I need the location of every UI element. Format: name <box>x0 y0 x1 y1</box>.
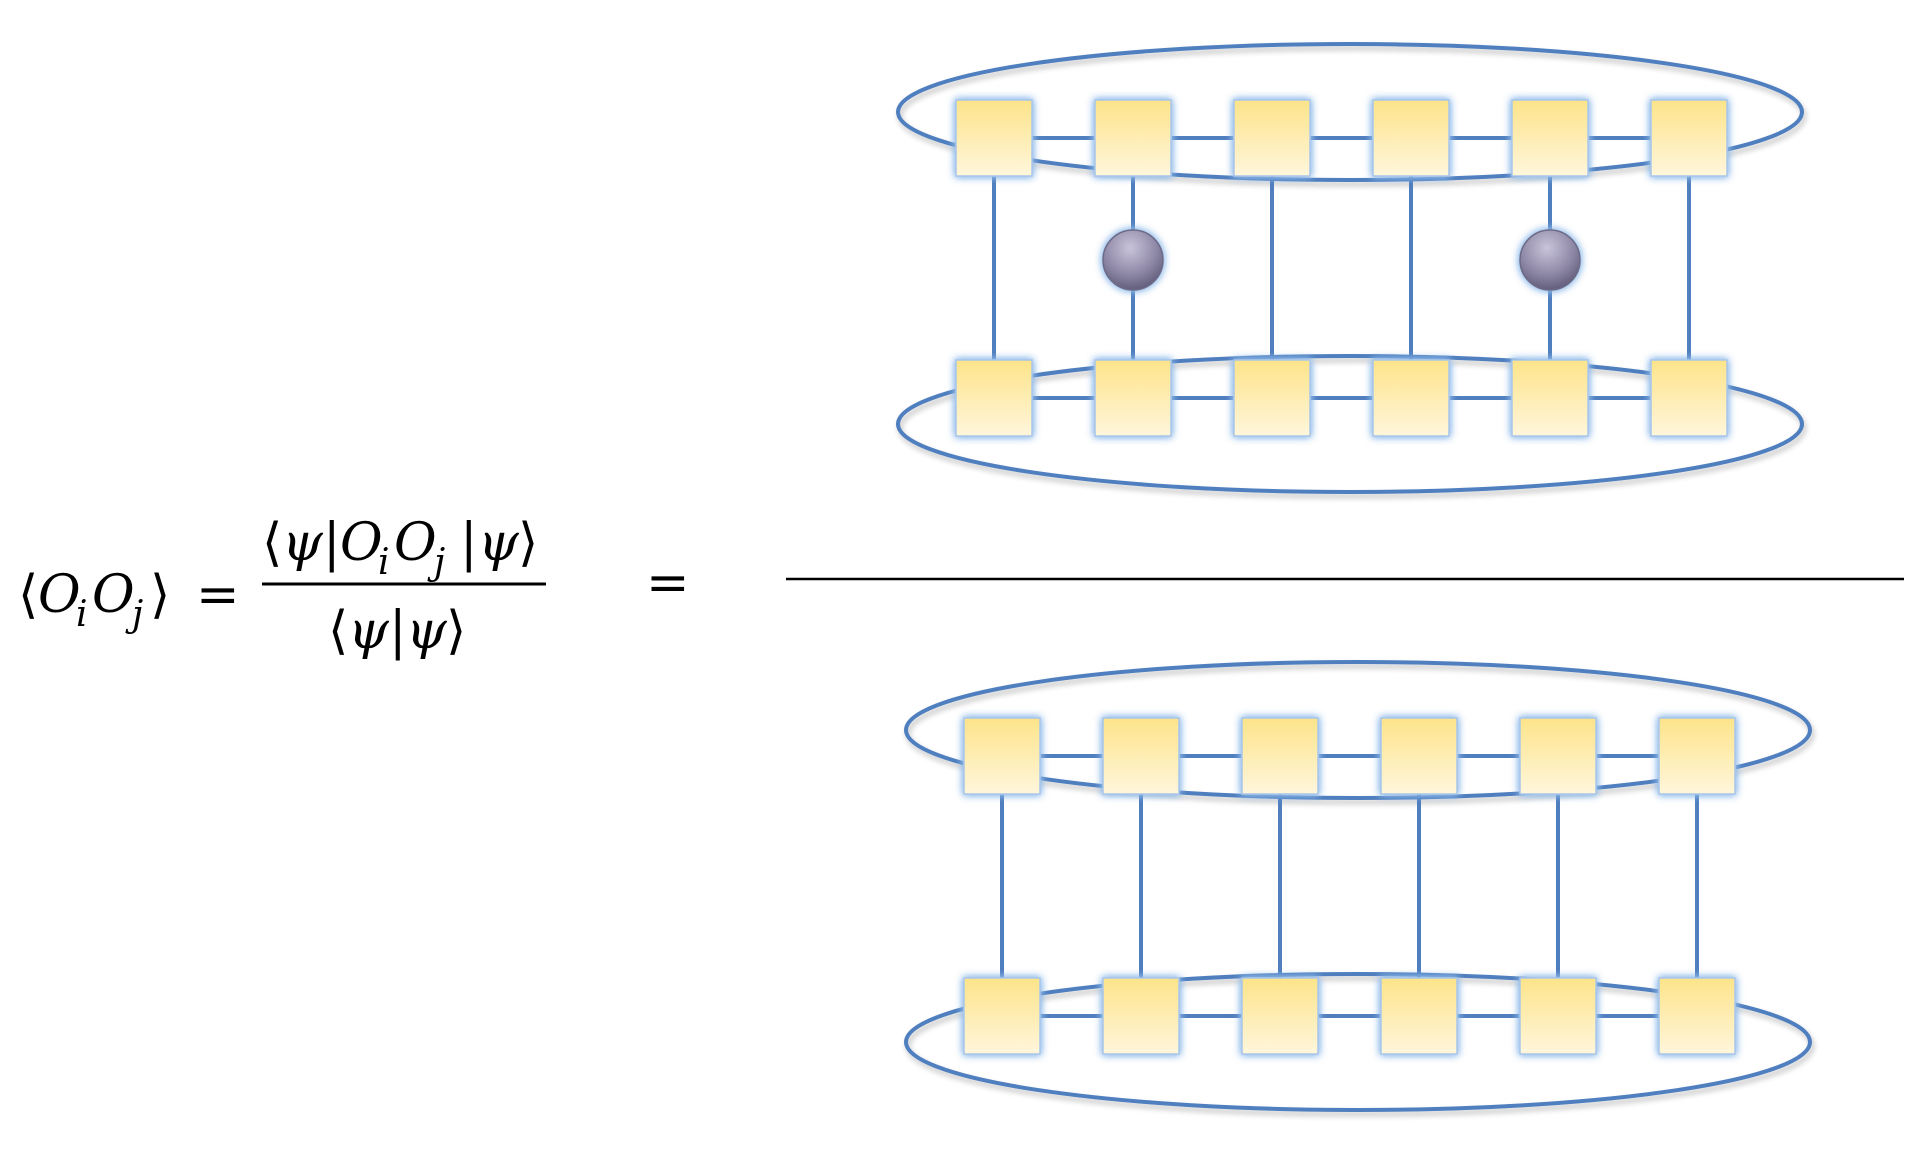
lhs-index-i: i <box>76 594 88 635</box>
num-open-bracket: ⟨ <box>262 513 282 573</box>
bra-tensor <box>1658 717 1736 795</box>
num-operator-o2: O <box>394 513 437 573</box>
den-bar: | <box>389 601 407 661</box>
numerator-tensor-network <box>896 42 1804 494</box>
den-psi-2: ψ <box>406 601 448 661</box>
num-psi-2: ψ <box>478 513 520 573</box>
lhs-operator-o1: O <box>38 565 81 625</box>
equals-sign-1: = <box>196 565 240 625</box>
ket-tensor <box>963 977 1041 1055</box>
bra-tensor <box>1233 99 1311 177</box>
top-periodic-bond-ring <box>904 660 1812 800</box>
ket-tensor <box>1233 359 1311 437</box>
bra-tensor <box>1102 717 1180 795</box>
equals-sign-2: = <box>646 553 690 613</box>
lhs-open-bracket: ⟨ <box>18 565 38 625</box>
denominator-tensor-network <box>904 660 1812 1112</box>
bra-tensor <box>963 717 1041 795</box>
num-index-i: i <box>378 542 390 583</box>
ket-tensor <box>1380 977 1458 1055</box>
ket-tensor <box>1094 359 1172 437</box>
num-bar-2: | <box>460 513 478 573</box>
expectation-value-lhs: ⟨ O i O j ⟩ = <box>18 565 240 635</box>
ket-tensor <box>1511 359 1589 437</box>
bottom-periodic-bond-ring <box>904 972 1812 1112</box>
ket-tensor <box>1658 977 1736 1055</box>
bra-tensor <box>1511 99 1589 177</box>
ket-tensor <box>1372 359 1450 437</box>
ket-tensor <box>1102 977 1180 1055</box>
lhs-operator-o2: O <box>92 565 135 625</box>
operator-node <box>1519 229 1581 291</box>
top-periodic-bond-ring <box>896 42 1804 182</box>
num-bar-1: | <box>323 513 341 573</box>
den-open-bracket: ⟨ <box>328 601 348 661</box>
bra-tensor <box>1650 99 1728 177</box>
ket-tensor <box>1650 359 1728 437</box>
bra-tensor <box>955 99 1033 177</box>
num-psi-1: ψ <box>282 513 324 573</box>
num-operator-o1: O <box>340 513 383 573</box>
ket-tensor <box>955 359 1033 437</box>
den-close-bracket: ⟩ <box>446 601 466 661</box>
bra-tensor <box>1380 717 1458 795</box>
ket-tensor <box>1519 977 1597 1055</box>
operator-node <box>1102 229 1164 291</box>
bottom-periodic-bond-ring <box>896 354 1804 494</box>
lhs-close-bracket: ⟩ <box>150 565 170 625</box>
den-psi-1: ψ <box>348 601 390 661</box>
ket-tensor <box>1241 977 1319 1055</box>
bra-tensor <box>1094 99 1172 177</box>
bra-tensor <box>1519 717 1597 795</box>
num-close-bracket: ⟩ <box>518 513 538 573</box>
fraction-denominator: ⟨ ψ | ψ ⟩ <box>328 601 466 661</box>
bra-tensor <box>1241 717 1319 795</box>
bra-tensor <box>1372 99 1450 177</box>
fraction-numerator: ⟨ ψ | O i O j | ψ ⟩ <box>262 513 538 583</box>
